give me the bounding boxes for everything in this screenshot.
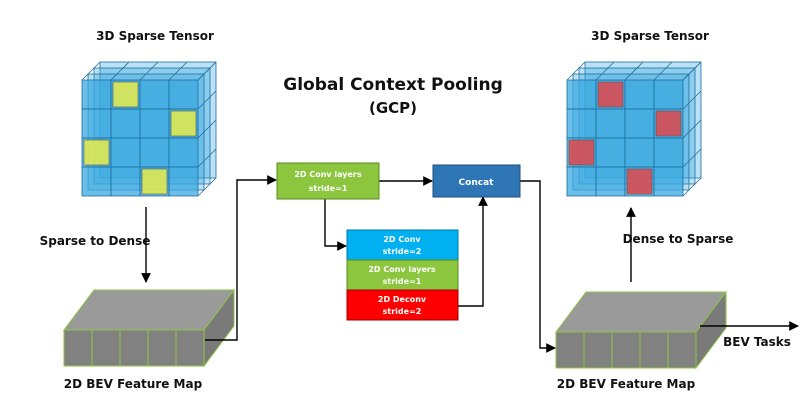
voxel-edge — [197, 61, 217, 81]
voxel-cell — [624, 137, 655, 168]
voxel-cell — [110, 137, 141, 168]
voxel-edge — [197, 148, 217, 168]
voxel-edge — [197, 90, 217, 110]
concat-block — [432, 164, 521, 198]
voxel-edge — [682, 148, 702, 168]
voxel-cell — [595, 166, 626, 197]
conv-top-block — [276, 162, 380, 200]
highlighted-voxel — [170, 110, 197, 137]
bev-side-face — [203, 288, 235, 368]
highlighted-voxel — [626, 168, 653, 195]
voxel-edge — [566, 61, 586, 81]
highlighted-voxel — [597, 81, 624, 108]
right-sparse-tensor-cube — [566, 61, 702, 197]
bev-cell — [611, 331, 641, 369]
voxel-edge — [197, 119, 217, 139]
title-line2: (GCP) — [369, 99, 417, 117]
conv-stride1-line2: stride=1 — [383, 277, 422, 286]
voxel-cell — [653, 137, 684, 168]
highlighted-voxel — [83, 139, 110, 166]
voxel-edge — [168, 61, 188, 81]
voxel-edge — [110, 61, 130, 81]
bev-cell — [119, 329, 149, 367]
deconv-line2: stride=2 — [383, 307, 422, 316]
right-bev-feature-map — [555, 290, 727, 370]
voxel-cell — [81, 79, 112, 110]
title-line1: Global Context Pooling — [283, 75, 503, 95]
voxel-edge — [595, 61, 615, 81]
right-transform-label: Dense to Sparse — [623, 232, 734, 246]
voxel-cell — [110, 108, 141, 139]
conv-stride1-line1: 2D Conv layers — [368, 265, 436, 274]
voxel-edge — [81, 61, 101, 81]
bev-cell — [147, 329, 177, 367]
voxel-edge — [682, 119, 702, 139]
voxel-cell — [168, 79, 199, 110]
conv-to-branch-arrow — [324, 199, 347, 251]
highlighted-voxel — [568, 139, 595, 166]
bev-cell — [63, 329, 93, 367]
voxel-cell — [624, 79, 655, 110]
voxel-cell — [81, 166, 112, 197]
voxel-cell — [139, 137, 170, 168]
voxel-cell — [595, 108, 626, 139]
bev-cell — [667, 331, 697, 369]
highlighted-voxel — [141, 168, 168, 195]
voxel-cell — [168, 166, 199, 197]
voxel-cell — [624, 108, 655, 139]
highlighted-voxel — [655, 110, 682, 137]
bev-cell — [639, 331, 669, 369]
voxel-cell — [168, 137, 199, 168]
voxel-cell — [81, 108, 112, 139]
bev-cell — [583, 331, 613, 369]
voxel-cell — [110, 166, 141, 197]
voxel-edge — [682, 177, 702, 197]
voxel-edge — [653, 61, 673, 81]
left-transform-label: Sparse to Dense — [40, 234, 151, 248]
right-tensor-label: 3D Sparse Tensor — [591, 29, 709, 43]
voxel-cell — [653, 166, 684, 197]
voxel-edge — [624, 61, 644, 81]
voxel-cell — [139, 108, 170, 139]
left-tensor-label: 3D Sparse Tensor — [96, 29, 214, 43]
voxel-cell — [566, 79, 597, 110]
conv-top-line2: stride=1 — [309, 184, 348, 193]
left-bev-label: 2D BEV Feature Map — [64, 377, 203, 391]
voxel-edge — [197, 177, 217, 197]
deconv-block — [346, 289, 459, 321]
voxel-cell — [595, 137, 626, 168]
conv-stride2-block — [346, 229, 459, 261]
deconv-to-concat-arrow — [458, 196, 488, 307]
bev-cell — [175, 329, 205, 367]
voxel-cell — [139, 79, 170, 110]
left-sparse-tensor-cube — [81, 61, 217, 197]
bev-cell — [555, 331, 585, 369]
voxel-edge — [682, 90, 702, 110]
bev-side-face — [695, 290, 727, 370]
voxel-cell — [566, 166, 597, 197]
bev-cell — [91, 329, 121, 367]
right-bev-label: 2D BEV Feature Map — [557, 377, 696, 391]
concat-label: Concat — [459, 178, 495, 188]
voxel-edge — [682, 61, 702, 81]
bev-to-conv-arrow — [205, 175, 277, 341]
voxel-cell — [653, 79, 684, 110]
highlighted-voxel — [112, 81, 139, 108]
conv-top-line1: 2D Conv layers — [294, 170, 362, 179]
concat-to-bev-arrow — [520, 180, 556, 353]
conv-stride2-line1: 2D Conv — [383, 235, 421, 244]
voxel-edge — [139, 61, 159, 81]
conv-stride2-line2: stride=2 — [383, 247, 422, 256]
voxel-cell — [566, 108, 597, 139]
deconv-line1: 2D Deconv — [378, 295, 427, 304]
bev-tasks-label: BEV Tasks — [723, 335, 791, 349]
left-bev-feature-map — [63, 288, 235, 368]
conv-stride1-block — [346, 259, 459, 291]
